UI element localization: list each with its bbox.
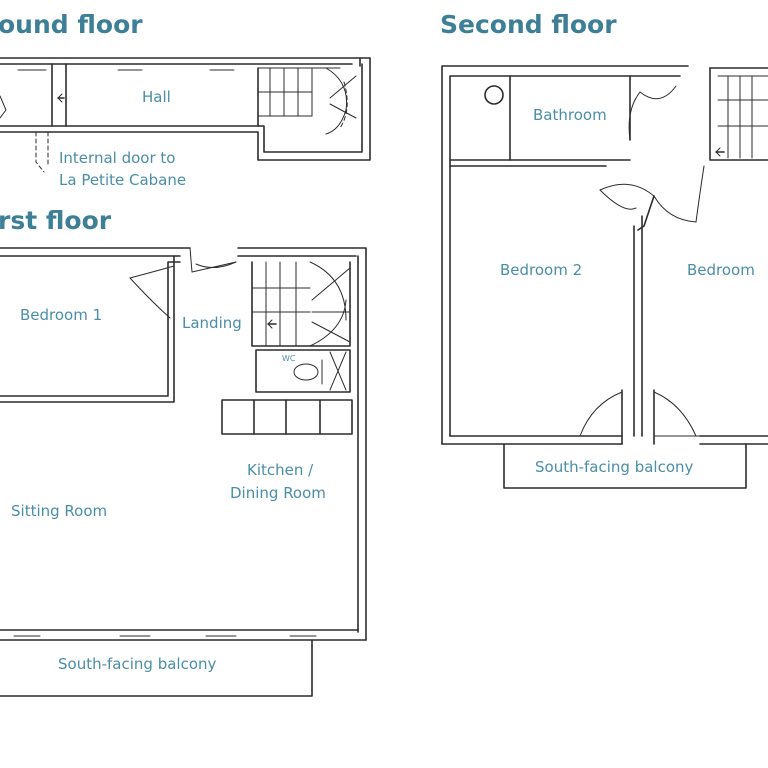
hall-label: Hall — [142, 88, 171, 106]
balcony-second-floor-label: South-facing balcony — [535, 458, 694, 476]
ground-floor-plan — [0, 57, 371, 173]
second-floor-plan — [441, 65, 768, 489]
sitting-room-label: Sitting Room — [11, 502, 108, 520]
wc-label: WC — [282, 354, 296, 363]
bedroom-1-label: Bedroom 1 — [20, 306, 103, 324]
bedroom-3-label: Bedroom — [687, 261, 755, 279]
internal-door-label-line1: Internal door to — [59, 149, 176, 167]
balcony-first-floor-label: South-facing balcony — [58, 655, 217, 673]
internal-door-label-line2: La Petite Cabane — [59, 171, 187, 189]
second-floor-heading: Second floor — [440, 10, 617, 39]
bedroom-2-label: Bedroom 2 — [500, 261, 583, 279]
ground-floor-heading: ound floor — [0, 10, 143, 39]
kitchen-label-line2: Dining Room — [230, 484, 326, 502]
landing-label: Landing — [182, 314, 242, 332]
kitchen-label-line1: Kitchen / — [247, 461, 314, 479]
bathroom-label: Bathroom — [533, 106, 607, 124]
first-floor-plan — [0, 247, 367, 697]
first-floor-heading: rst floor — [0, 206, 112, 235]
